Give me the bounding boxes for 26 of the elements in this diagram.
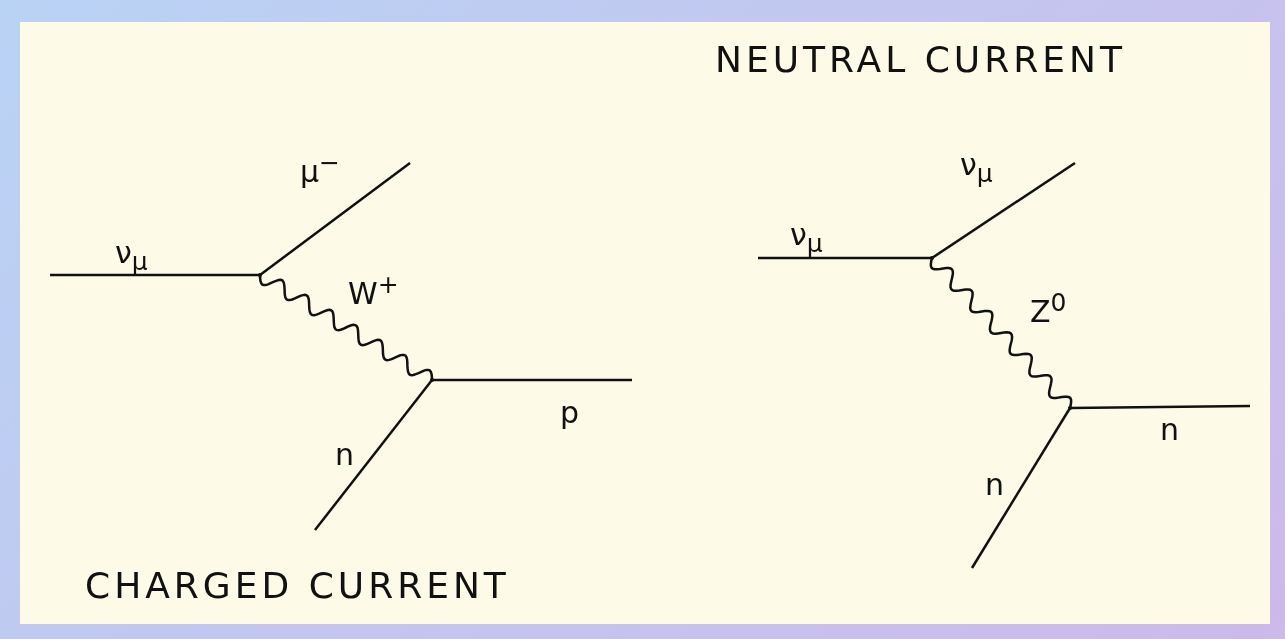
particle-line	[931, 161, 1076, 260]
particle-line	[432, 378, 632, 382]
particle-label: Z$^{0}$	[1030, 290, 1067, 327]
vertex-point	[430, 378, 434, 382]
particle-label: n	[1160, 415, 1179, 445]
particle-label: ν$_{μ}$	[790, 220, 823, 256]
particle-label: W$^{+}$	[348, 272, 399, 309]
particle-line	[1070, 404, 1250, 410]
vertex-point	[930, 256, 934, 260]
particle-label: p	[560, 398, 580, 428]
particle-line	[314, 379, 433, 531]
particle-label: ν$_{μ}$	[960, 150, 993, 186]
particle-line	[259, 162, 411, 276]
particle-label: ν$_{μ}$	[115, 238, 148, 274]
wavy-boson-line	[258, 274, 434, 381]
diagram-heading: CHARGED CURRENT	[85, 568, 510, 604]
vertex-point	[1068, 406, 1072, 410]
particle-label: n	[985, 470, 1004, 500]
vertex-point	[258, 273, 262, 277]
particle-label: n	[335, 440, 354, 470]
particle-line	[758, 256, 932, 260]
particle-line	[970, 407, 1072, 569]
wavy-boson-line	[929, 257, 1073, 409]
diagram-heading: NEUTRAL CURRENT	[715, 42, 1126, 78]
particle-line	[50, 273, 260, 277]
particle-label: μ$^{−}$	[300, 150, 341, 187]
